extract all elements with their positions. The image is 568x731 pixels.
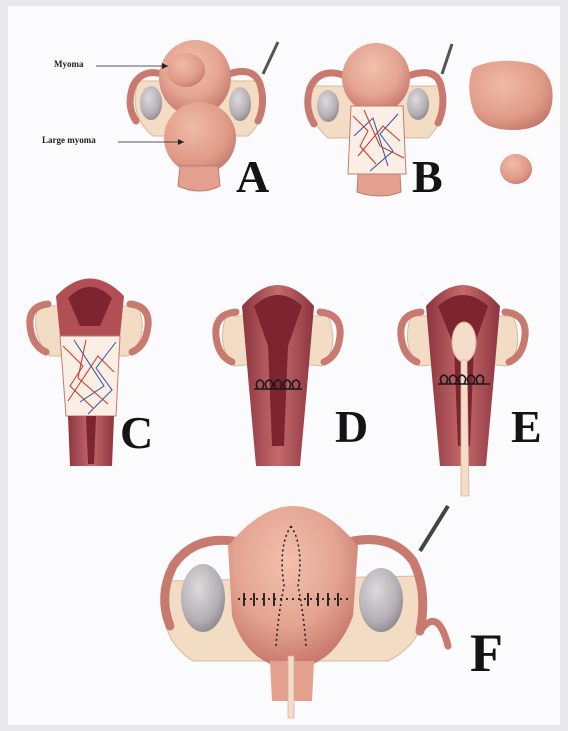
ovary-right <box>359 568 403 632</box>
ovary-left <box>181 564 225 632</box>
forceps <box>420 506 448 551</box>
label-large-myoma: Large myoma <box>42 136 96 145</box>
panel-label-b: B <box>412 154 443 200</box>
removed-myoma <box>500 154 532 184</box>
panel-e-illustration <box>401 285 525 496</box>
ovary-left <box>140 86 162 120</box>
panel-label-d: D <box>335 404 368 450</box>
illustration-page: Myoma Large myoma A B C D E F <box>8 6 560 725</box>
balloon-catheter <box>452 322 476 362</box>
panel-label-f: F <box>470 626 503 680</box>
forceps <box>263 42 278 74</box>
large-myoma <box>164 102 236 174</box>
ovary-right <box>229 87 251 121</box>
panel-label-a: A <box>236 154 269 200</box>
panel-f-illustration <box>164 506 448 718</box>
panel-d-illustration <box>216 285 340 466</box>
surgical-diagram <box>8 6 560 725</box>
removed-large-myoma <box>469 61 552 130</box>
myoma <box>167 53 205 87</box>
panel-label-e: E <box>511 404 542 450</box>
panel-label-c: C <box>120 410 153 456</box>
label-myoma: Myoma <box>54 60 84 69</box>
